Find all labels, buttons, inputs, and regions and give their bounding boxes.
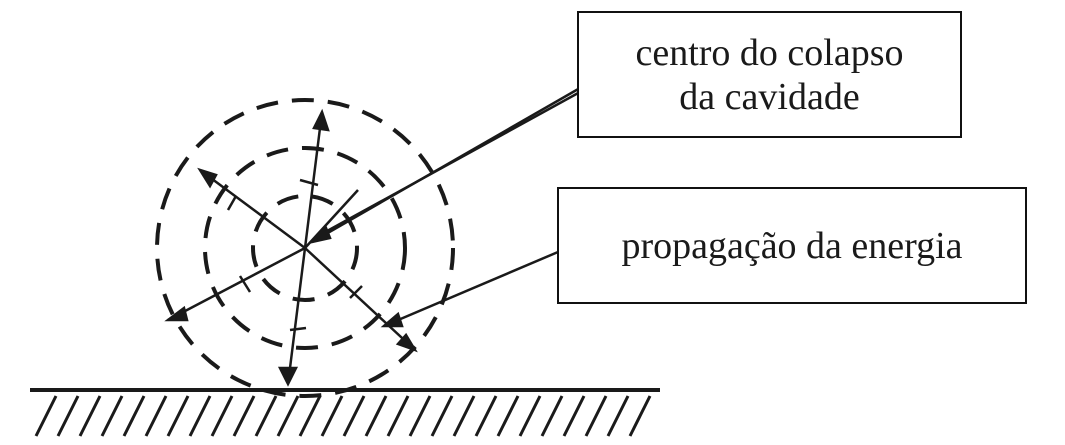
hatch-mark — [78, 395, 102, 437]
hatch-mark — [584, 395, 608, 437]
hatch-mark — [342, 395, 366, 437]
hatch-mark — [518, 395, 542, 437]
hatch-mark — [34, 395, 58, 437]
hatch-mark — [606, 395, 630, 437]
hatch-mark — [100, 395, 124, 437]
hatch-mark — [298, 395, 322, 437]
tick-mark — [238, 275, 252, 293]
collapse-leader-arrowhead — [308, 225, 332, 245]
wave-circle-outer — [155, 98, 455, 398]
wave-circle-middle — [203, 146, 407, 350]
hatch-mark — [210, 395, 234, 437]
radial-arrow-lower-left — [167, 246, 306, 322]
radial-arrow-upper-left — [199, 168, 306, 250]
hatch-mark — [496, 395, 520, 437]
energy-propagation-label-box: propagação da energia — [557, 187, 1027, 304]
radial-arrow-up — [303, 111, 324, 249]
energy-propagation-leader — [380, 250, 559, 328]
energy-leader-arrowhead — [380, 311, 404, 328]
energy-leader-line — [383, 250, 559, 328]
hatch-mark — [276, 395, 300, 437]
collapse-center-leader — [308, 86, 581, 245]
hatch-mark — [56, 395, 80, 437]
arrowhead-upper-left — [197, 167, 218, 189]
hatch-mark — [540, 395, 564, 437]
hatch-mark — [430, 395, 454, 437]
hatch-mark — [144, 395, 168, 437]
hatch-mark — [166, 395, 190, 437]
hatch-mark — [474, 395, 498, 437]
collapse-leader-line-2 — [317, 90, 581, 238]
tick-mark — [299, 178, 319, 187]
hatch-mark — [320, 395, 344, 437]
radial-arrow-lower-right — [304, 247, 416, 351]
arrow-tick-marks — [226, 178, 363, 332]
tick-mark — [349, 285, 363, 299]
tick-mark — [289, 326, 307, 332]
concentric-wave-circles — [155, 98, 455, 398]
hatch-mark — [122, 395, 146, 437]
collapse-center-label-line2: da cavidade — [679, 75, 860, 118]
hatch-mark — [232, 395, 256, 437]
radial-arrow-upper-right — [304, 189, 359, 249]
wave-circle-inner — [251, 194, 359, 302]
hatch-mark — [386, 395, 410, 437]
arrowhead-up — [312, 108, 330, 132]
hatch-mark — [254, 395, 278, 437]
hatch-mark — [364, 395, 388, 437]
radial-arrow-down — [286, 247, 307, 385]
arrowhead-lower-left — [164, 305, 189, 322]
radial-propagation-arrows — [164, 108, 418, 387]
arrowhead-down — [277, 366, 299, 387]
hatch-mark — [628, 395, 652, 437]
energy-propagation-label: propagação da energia — [621, 224, 963, 267]
hatch-mark — [188, 395, 212, 437]
collapse-center-label-box: centro do colapso da cavidade — [577, 11, 962, 138]
hatch-mark — [408, 395, 432, 437]
tick-mark — [226, 195, 238, 211]
arrowhead-lower-right — [395, 332, 418, 353]
hatch-mark — [452, 395, 476, 437]
hatch-mark — [562, 395, 586, 437]
surface-hatching — [34, 395, 652, 437]
collapse-center-label-line1: centro do colapso — [635, 31, 904, 74]
